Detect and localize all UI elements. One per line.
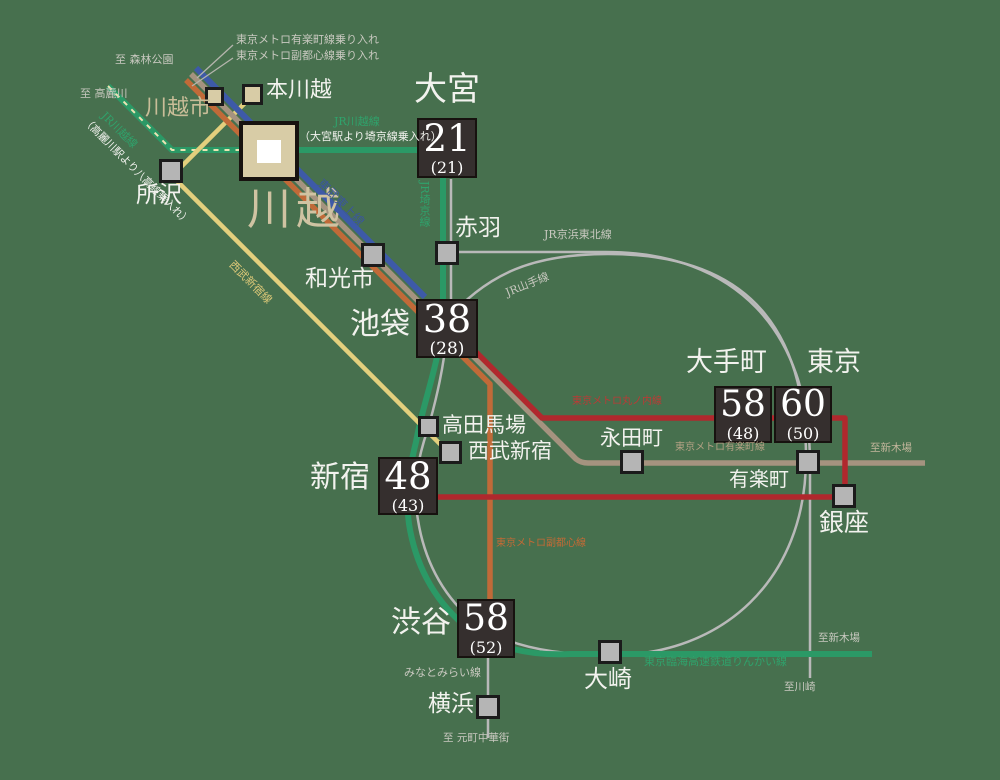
lbl-jr-kawagoe-h: JR川越線 xyxy=(334,115,380,128)
lbl-marunouchi: 東京メトロ丸ノ内線 xyxy=(572,396,662,407)
lbl-jr-saikyo: JR埼京線 xyxy=(418,181,431,227)
time-minutes: 58 xyxy=(720,384,766,425)
time-box-shinjuku: 48(43) xyxy=(378,457,438,515)
time-box-ikebukuro: 38(28) xyxy=(416,299,478,358)
station-label-wakoshi: 和光市 xyxy=(305,266,374,292)
station-square-nagatacho xyxy=(620,450,644,474)
lbl-saikyo-note: （大宮駅より埼京線乗入れ） xyxy=(299,130,442,143)
station-label-shibuya: 渋谷 xyxy=(391,605,451,640)
time-box-otemachi: 58(48) xyxy=(714,386,772,443)
station-square-honkawagoe xyxy=(242,84,263,105)
station-label-tokorozawa: 所沢 xyxy=(136,182,182,208)
lbl-keihin-tohoku: JR京浜東北線 xyxy=(544,228,612,241)
lbl-note-yurakucho: 東京メトロ有楽町線乗り入れ xyxy=(236,33,379,46)
station-square-ginza xyxy=(832,484,856,508)
pointer-yurakucho-note xyxy=(196,44,234,79)
station-label-yurakucho: 有楽町 xyxy=(729,467,789,491)
time-box-omiya: 21(21) xyxy=(417,118,477,178)
origin-station-inner-square xyxy=(257,139,281,163)
station-label-otemachi: 大手町 xyxy=(686,347,767,378)
time-minutes-paren: (21) xyxy=(430,158,464,177)
pointer-fukutoshin-note xyxy=(191,57,234,87)
time-minutes: 58 xyxy=(463,598,509,639)
dest-motomachi: 至 元町中華街 xyxy=(443,732,510,744)
hachiko-through-dash xyxy=(107,85,240,151)
station-square-yokohama xyxy=(476,695,500,719)
station-label-seibu-shinjuku: 西武新宿 xyxy=(468,439,552,463)
time-minutes: 21 xyxy=(423,117,471,160)
metro-yurakucho-line xyxy=(189,72,925,466)
metro-fukutoshin-line xyxy=(184,78,493,600)
station-label-omiya: 大宮 xyxy=(414,69,480,108)
station-square-takadanobaba xyxy=(418,416,439,437)
origin-station-label: 川越 xyxy=(247,184,345,235)
station-label-kawagoeshi: 川越市 xyxy=(145,96,212,121)
station-square-wakoshi xyxy=(361,243,385,267)
dest-shinkiba-rinkai: 至新木場 xyxy=(818,632,860,644)
time-minutes-paren: (52) xyxy=(469,638,503,657)
lbl-yurakucho-line: 東京メトロ有楽町線 xyxy=(675,442,765,453)
time-minutes: 38 xyxy=(422,296,472,341)
time-minutes: 48 xyxy=(384,455,432,498)
station-label-ikebukuro: 池袋 xyxy=(350,307,410,342)
station-label-ginza: 銀座 xyxy=(819,508,870,537)
lbl-rinkai: 東京臨海高速鉄道りんかい線 xyxy=(644,655,787,668)
station-label-osaki: 大崎 xyxy=(584,665,632,693)
station-square-tokorozawa xyxy=(159,159,183,183)
time-box-tokyo: 60(50) xyxy=(774,386,832,443)
station-label-akabane: 赤羽 xyxy=(455,215,501,241)
station-square-osaki xyxy=(598,640,622,664)
time-minutes-paren: (43) xyxy=(391,496,425,515)
station-label-honkawagoe: 本川越 xyxy=(266,78,333,103)
lbl-fukutoshin: 東京メトロ副都心線 xyxy=(496,538,586,549)
station-square-seibu-shinjuku xyxy=(439,441,462,464)
origin-station-box xyxy=(239,121,299,181)
lbl-minatomirai: みなとみらい線 xyxy=(404,666,481,679)
metro-marunouchi-line xyxy=(437,342,848,500)
dest-shinkiba-yurakucho: 至新木場 xyxy=(870,442,912,454)
station-square-kawagoeshi xyxy=(205,87,224,106)
time-minutes-paren: (28) xyxy=(429,338,465,359)
station-label-takadanobaba: 高田馬場 xyxy=(442,413,526,437)
time-minutes-paren: (48) xyxy=(726,424,760,443)
station-square-yurakucho xyxy=(796,450,820,474)
station-square-akabane xyxy=(435,241,459,265)
station-label-yokohama: 横浜 xyxy=(428,691,474,717)
station-label-tokyo: 東京 xyxy=(807,347,861,378)
tobu-tojo-line xyxy=(193,65,428,300)
time-minutes-paren: (50) xyxy=(786,424,820,443)
time-minutes: 60 xyxy=(780,384,826,425)
station-label-nagatacho: 永田町 xyxy=(600,426,663,450)
dest-kawasaki: 至川崎 xyxy=(784,681,816,693)
dest-shinrinkoen: 至 森林公園 xyxy=(115,53,174,66)
time-box-shibuya: 58(52) xyxy=(457,599,515,658)
dest-komagawa: 至 高麗川 xyxy=(80,87,128,100)
lbl-note-fukutoshin: 東京メトロ副都心線乗り入れ xyxy=(236,49,379,62)
station-label-shinjuku: 新宿 xyxy=(310,460,370,495)
